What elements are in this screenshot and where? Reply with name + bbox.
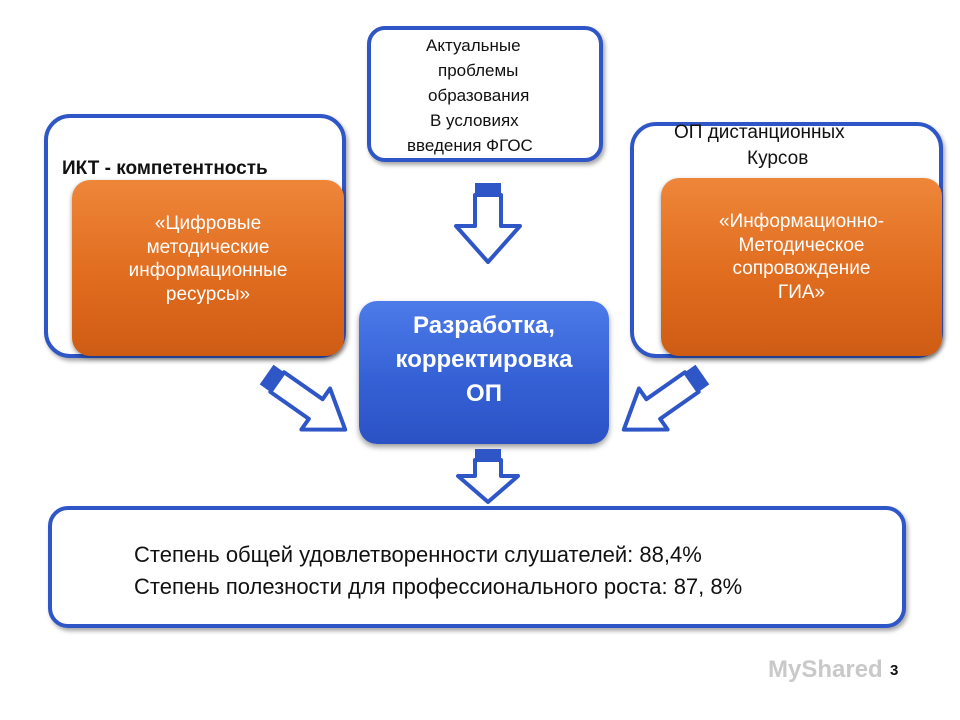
center-line-1: Разработка, xyxy=(413,312,555,339)
left-orange-box: «Цифровые методические информационные ре… xyxy=(72,180,344,356)
left-orange-line-2: методические xyxy=(146,236,270,258)
page-number: 3 xyxy=(890,662,899,679)
center-development-box: Разработка, корректировка ОП xyxy=(359,301,609,444)
left-orange-line-4: ресурсы» xyxy=(165,283,251,305)
watermark-logo: MyShared xyxy=(768,656,883,683)
top-box-line-4: В условиях xyxy=(430,111,519,130)
top-box-line-3: образования xyxy=(428,86,530,105)
top-problems-box: Актуальные проблемы образования В услови… xyxy=(367,26,603,162)
satisfaction-stat: Степень общей удовлетворенности слушател… xyxy=(134,542,702,567)
top-box-line-5: введения ФГОС xyxy=(407,136,533,155)
right-orange-line-2: Методическое xyxy=(738,234,865,256)
top-box-line-1: Актуальные xyxy=(426,36,521,55)
right-panel-caption-line-2: Курсов xyxy=(747,148,809,169)
center-line-2: корректировка xyxy=(395,346,573,373)
diagonal-arrow-left xyxy=(259,364,348,432)
diagonal-arrow-right xyxy=(621,364,710,432)
down-arrow-bottom xyxy=(456,449,520,504)
down-arrow-top xyxy=(454,183,522,264)
right-orange-box: «Информационно- Методическое сопровожден… xyxy=(661,178,942,356)
top-box-line-2: проблемы xyxy=(438,61,519,80)
left-orange-line-3: информационные xyxy=(128,260,288,281)
left-orange-line-1: «Цифровые xyxy=(154,213,262,234)
results-box: Степень общей удовлетворенности слушател… xyxy=(48,506,906,628)
right-orange-line-1: «Информационно- xyxy=(718,211,885,232)
right-orange-line-3: сопровождение xyxy=(732,258,871,279)
right-orange-line-4: ГИА» xyxy=(777,281,826,303)
usefulness-stat: Степень полезности для профессионального… xyxy=(134,574,743,599)
right-panel-caption-line-1: ОП дистанционных xyxy=(674,122,845,143)
left-panel-caption: ИКТ - компетентность xyxy=(62,158,268,179)
center-line-3: ОП xyxy=(466,380,502,407)
